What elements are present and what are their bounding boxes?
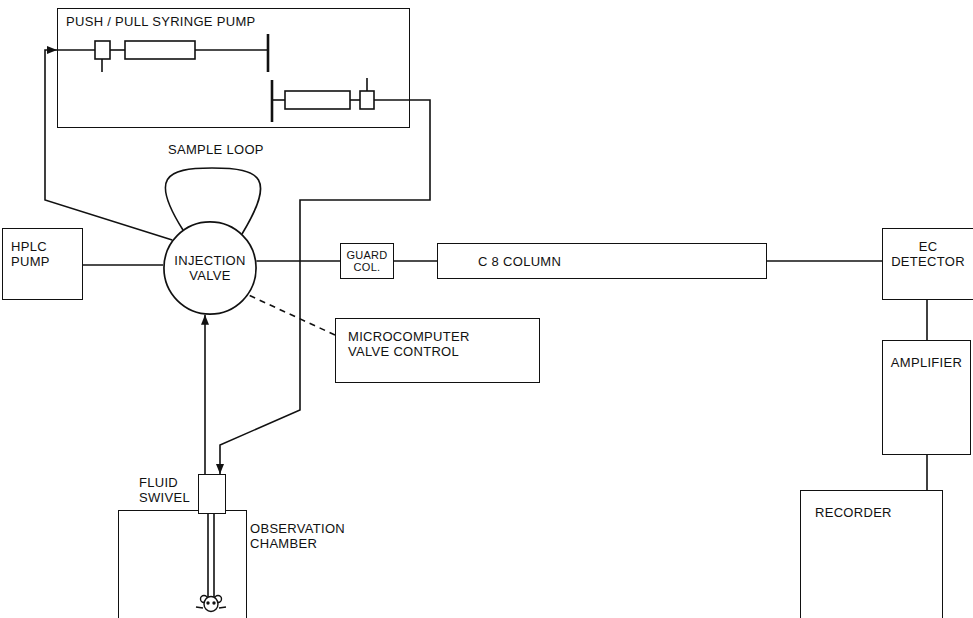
node-label: HPLC PUMP	[11, 239, 61, 269]
flow-line	[926, 455, 928, 490]
flow-line	[394, 260, 437, 262]
node-label: RECORDER	[815, 505, 892, 520]
tether	[208, 514, 214, 597]
control-line	[248, 295, 335, 335]
controller-box: MICROCOMPUTER VALVE CONTROL	[335, 318, 540, 383]
node-content: EC DETECTOR	[883, 229, 973, 299]
column-box: C 8 COLUMN	[437, 243, 767, 279]
flow-line	[204, 315, 206, 474]
syringe-barrel	[125, 41, 195, 59]
syringe-barrel	[285, 91, 350, 109]
valve-stub	[101, 59, 103, 72]
valve-circle	[164, 222, 256, 314]
part-label: SAMPLE LOOP	[166, 142, 266, 157]
node-label: C 8 COLUMN	[478, 254, 561, 269]
syringe-drawing	[57, 34, 410, 122]
observation-chamber: OBSERVATION CHAMBER	[118, 510, 247, 618]
plunger-rod	[195, 49, 268, 51]
node-content: C 8 COLUMN	[438, 244, 766, 278]
amplifier-box: AMPLIFIER	[882, 340, 971, 455]
node-label: AMPLIFIER	[891, 355, 962, 370]
node-label: OBSERVATION CHAMBER	[250, 521, 350, 551]
pusher-bar	[267, 34, 270, 72]
hplc-pump-box: HPLC PUMP	[2, 228, 83, 300]
node-content: PUSH / PULL SYRINGE PUMP	[58, 9, 409, 127]
node-label: PUSH / PULL SYRINGE PUMP	[66, 14, 256, 29]
flow-line	[256, 260, 340, 262]
node-label: MICROCOMPUTER VALVE CONTROL	[348, 329, 478, 359]
node-label: EC DETECTOR	[888, 239, 968, 269]
node-content: AMPLIFIER	[883, 341, 970, 454]
node-content: GUARD COL.	[341, 244, 393, 278]
node-content: MICROCOMPUTER VALVE CONTROL	[336, 319, 539, 382]
rat-figure	[196, 596, 226, 612]
flow-line	[83, 264, 163, 266]
syringe-valve	[360, 91, 374, 109]
node-content: RECORDER	[801, 491, 942, 618]
injection-valve: INJECTION VALVE	[163, 221, 257, 315]
node-label: FLUID SWIVEL	[139, 475, 195, 505]
fluid-swivel: FLUID SWIVEL	[198, 474, 226, 514]
flow-line	[926, 300, 928, 340]
tubing	[350, 99, 360, 101]
rat-head	[204, 597, 218, 612]
rat-eye	[207, 602, 209, 604]
syringe-pump-box: PUSH / PULL SYRINGE PUMP	[57, 8, 410, 128]
rat-whisker	[196, 607, 203, 608]
rat-whisker	[219, 607, 226, 608]
guard-column: GUARD COL.	[340, 243, 394, 279]
pusher-bar	[271, 80, 274, 122]
tether-line	[213, 514, 215, 597]
tubing	[110, 49, 125, 51]
valve-stub	[366, 78, 368, 91]
node-content: INJECTION VALVE	[163, 221, 257, 315]
flow-line	[45, 50, 172, 240]
node-label: INJECTION VALVE	[170, 253, 250, 283]
tubing	[57, 49, 95, 51]
syringe-valve	[95, 41, 110, 59]
detector-box: EC DETECTOR	[882, 228, 973, 300]
node-content: HPLC PUMP	[3, 229, 82, 299]
node-label: GUARD COL.	[344, 249, 390, 273]
tubing	[374, 99, 410, 101]
rat-eye	[213, 602, 215, 604]
recorder-box: RECORDER	[800, 490, 943, 618]
flow-line	[767, 260, 882, 262]
tether-line	[207, 514, 209, 597]
plunger-rod	[272, 99, 285, 101]
